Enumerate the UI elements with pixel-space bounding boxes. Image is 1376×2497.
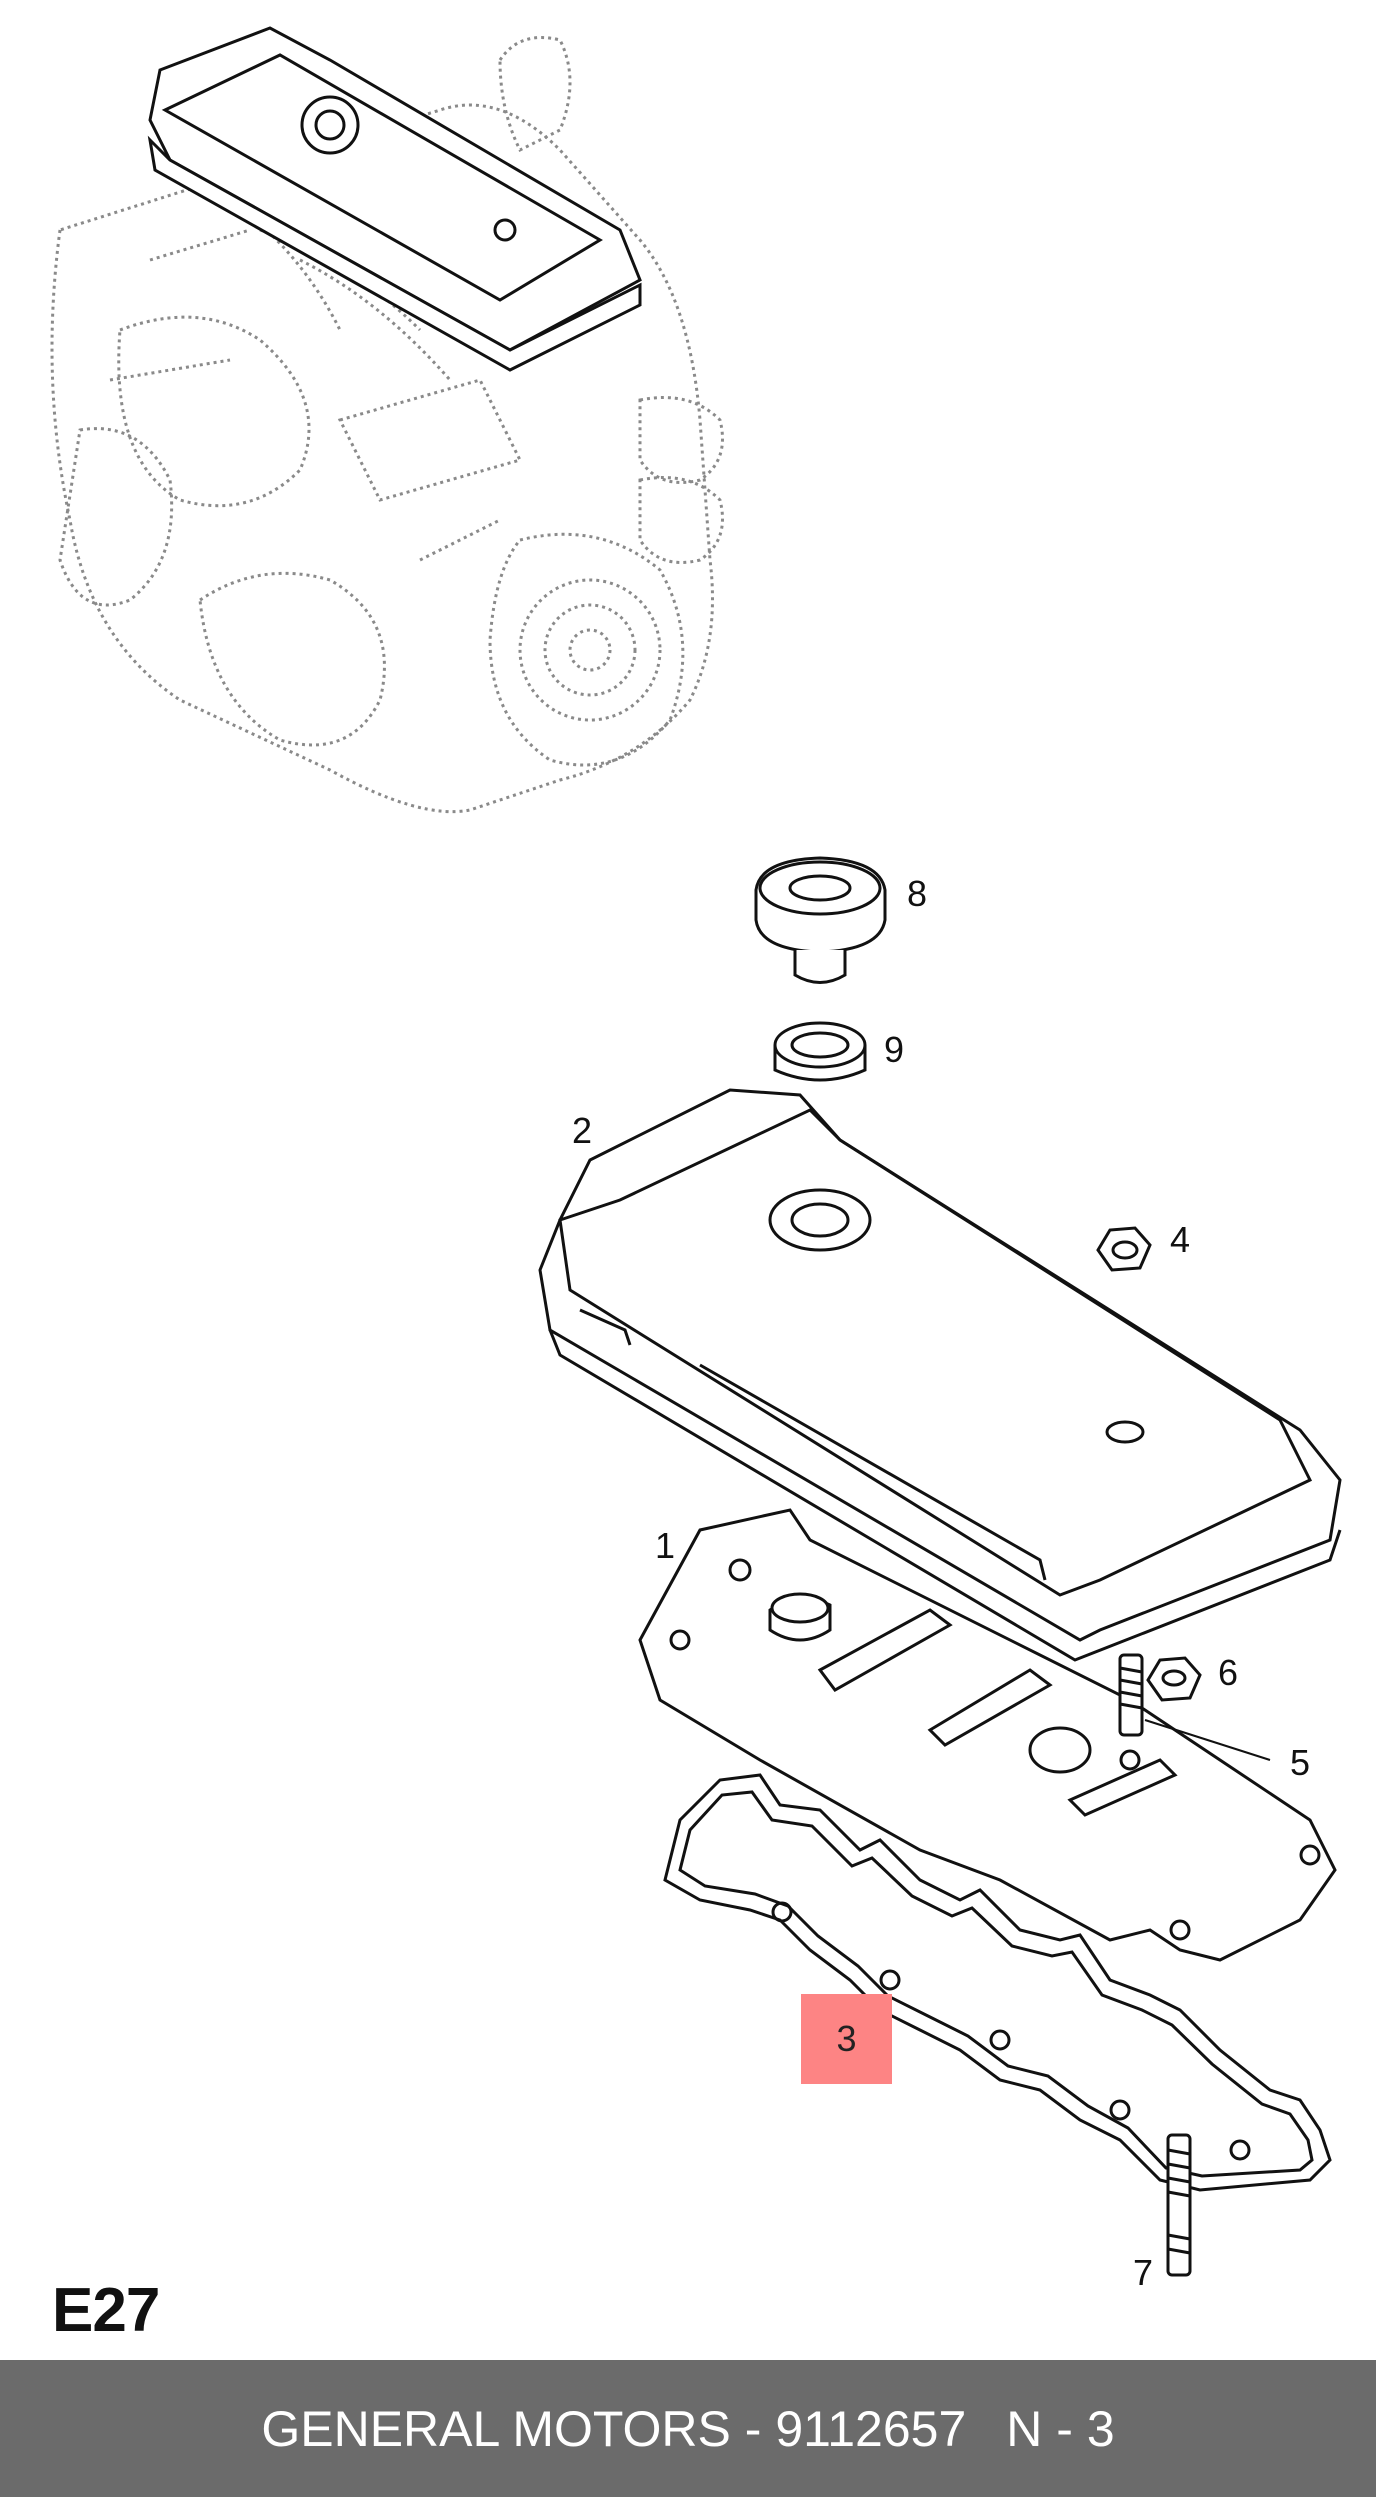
highlighted-part-marker[interactable]: 3 (801, 1994, 892, 2084)
seal-ring-part (773, 1021, 867, 1082)
part-label-8: 8 (907, 873, 928, 914)
stud-part-7 (1166, 2133, 1192, 2277)
page-code: E27 (52, 2276, 160, 2345)
footer-bar: GENERAL MOTORS - 9112657 N - 3 (0, 2360, 1376, 2497)
part-label-6: 6 (1218, 1652, 1239, 1693)
cover-nut-part (1096, 1226, 1152, 1272)
stud-part-5 (1118, 1653, 1144, 1737)
engine-cover-outline (147, 26, 642, 372)
part-label-4: 4 (1170, 1219, 1191, 1260)
oil-filler-cap-part (754, 856, 887, 984)
exploded-parts-diagram (50, 26, 1342, 2277)
part-label-2: 2 (572, 1110, 593, 1151)
part-label-1: 1 (655, 1525, 676, 1566)
footer-reference: N - 3 (1006, 2400, 1115, 2457)
part-label-3: 3 (836, 2018, 857, 2059)
part-label-9: 9 (884, 1029, 905, 1070)
leader-line-5 (1144, 1719, 1271, 1761)
footer-brand-part-number: GENERAL MOTORS - 9112657 (261, 2400, 967, 2457)
engine-overview-illustration (50, 36, 724, 814)
baffle-plate-part (638, 1508, 1337, 1962)
valve-cover-part (538, 1088, 1342, 1662)
part-label-5: 5 (1290, 1742, 1311, 1783)
part-label-7: 7 (1133, 2252, 1154, 2293)
nut-part-6 (1146, 1656, 1202, 1702)
